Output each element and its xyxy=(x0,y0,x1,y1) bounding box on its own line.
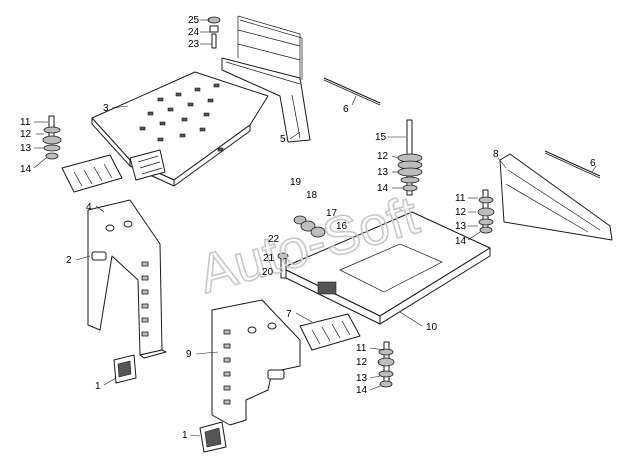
main-plate-part-10 xyxy=(281,211,491,325)
callout-15: 15 xyxy=(375,132,387,143)
callout-20: 20 xyxy=(262,267,274,278)
bolt-stack-23-25 xyxy=(207,16,221,49)
leader-lines xyxy=(33,19,597,437)
callout-17: 17 xyxy=(326,208,338,219)
callout-24: 24 xyxy=(188,27,200,38)
callout-21: 21 xyxy=(263,253,275,264)
callout-16: 16 xyxy=(336,221,348,232)
callout-14-bottom: 14 xyxy=(356,385,368,396)
handrail-frame xyxy=(237,15,303,80)
callout-1-lower: 1 xyxy=(182,430,188,441)
rod-part-6-upper xyxy=(323,77,381,104)
callout-6-upper: 6 xyxy=(343,104,349,115)
bracket-part-8 xyxy=(499,153,613,241)
callout-13-left: 13 xyxy=(20,143,32,154)
callout-8: 8 xyxy=(493,149,499,160)
rod-part-6-right xyxy=(544,150,601,177)
hardware-16-22 xyxy=(277,215,326,279)
callout-11-left: 11 xyxy=(20,117,31,128)
bolt-stack-right xyxy=(477,189,495,234)
floor-plate-part-3 xyxy=(91,71,269,187)
callout-22: 22 xyxy=(268,234,280,245)
callout-9: 9 xyxy=(186,349,192,360)
callout-7: 7 xyxy=(286,309,292,320)
callout-14-center: 14 xyxy=(377,183,389,194)
callout-14-left: 14 xyxy=(20,164,32,175)
mount-pad-left xyxy=(61,154,123,193)
callout-labels: 25 24 23 3 5 6 11 12 13 14 15 12 13 14 8… xyxy=(20,15,596,441)
callout-6-right: 6 xyxy=(590,158,596,169)
callout-25: 25 xyxy=(188,15,200,26)
callout-11-bottom: 11 xyxy=(356,343,367,354)
callout-11-right: 11 xyxy=(455,193,466,204)
callout-13-bottom: 13 xyxy=(356,373,368,384)
callout-4: 4 xyxy=(86,202,92,213)
callout-19: 19 xyxy=(290,177,302,188)
mount-pad-part-7 xyxy=(299,313,361,351)
callout-14-right: 14 xyxy=(455,236,467,247)
callout-13-center: 13 xyxy=(377,167,389,178)
callout-18: 18 xyxy=(306,190,318,201)
bolt-stack-center xyxy=(397,119,423,196)
callout-1-upper: 1 xyxy=(95,381,101,392)
side-panel-part-9 xyxy=(211,299,301,426)
bolt-stack-left xyxy=(42,115,62,160)
callout-23: 23 xyxy=(188,39,200,50)
step-block-part-1-lower xyxy=(199,421,227,453)
side-panel-part-2 xyxy=(87,199,167,359)
callout-12-bottom: 12 xyxy=(356,357,368,368)
callout-3: 3 xyxy=(103,103,109,114)
plate-step-bracket xyxy=(129,149,166,181)
bolt-stack-bottom xyxy=(377,341,395,388)
step-block-part-1-upper xyxy=(113,354,137,384)
callout-12-left: 12 xyxy=(20,129,32,140)
callout-12-center: 12 xyxy=(377,151,389,162)
callout-2: 2 xyxy=(66,255,72,266)
callout-10: 10 xyxy=(426,322,438,333)
callout-13-right: 13 xyxy=(455,221,467,232)
callout-12-right: 12 xyxy=(455,207,467,218)
callout-5: 5 xyxy=(280,134,286,145)
